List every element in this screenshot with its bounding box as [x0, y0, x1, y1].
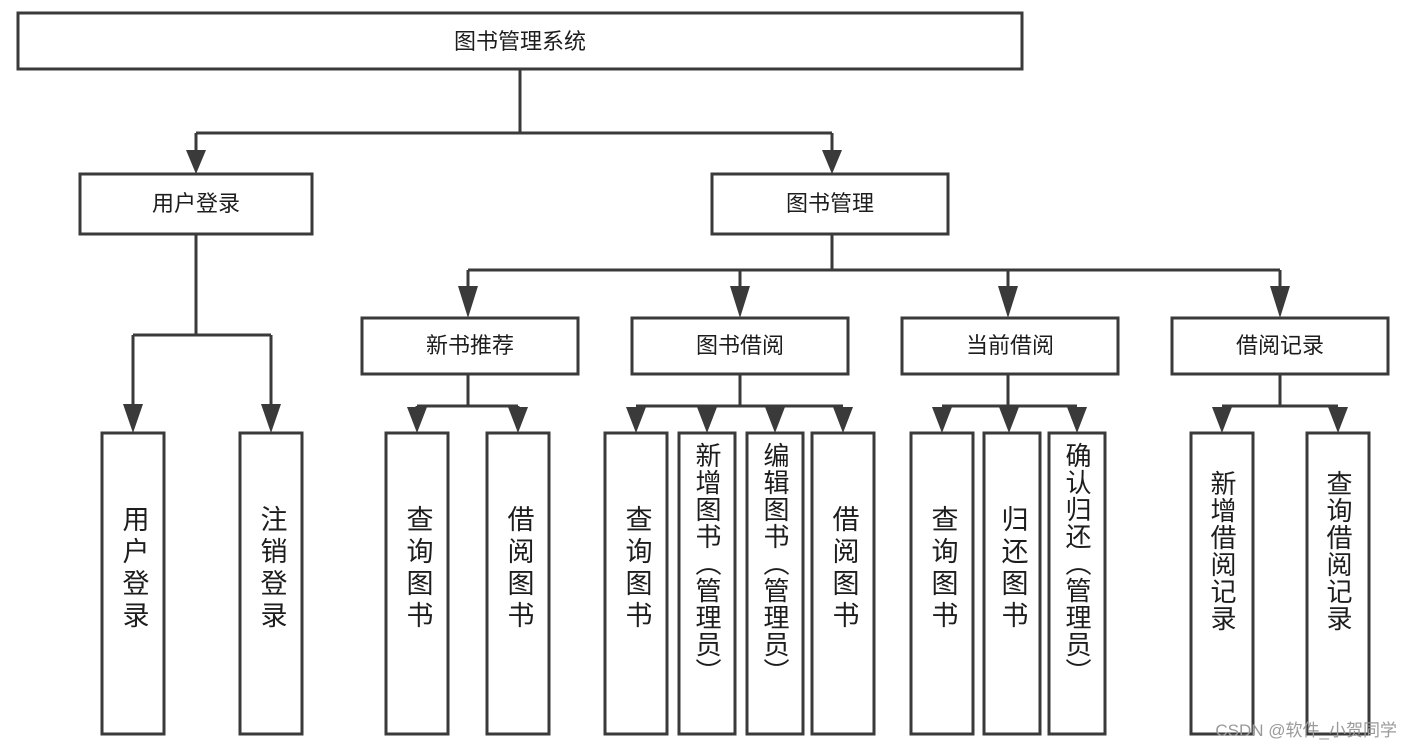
arrow-head-bb-3 [765, 407, 785, 433]
arrow-head-bb-2 [697, 407, 717, 433]
node-borrow-record[interactable]: 借阅记录 [1170, 316, 1390, 376]
node-book-manage-label: 图书管理 [786, 191, 874, 216]
leaf-box-new-book-1[interactable] [384, 431, 450, 736]
node-user-login[interactable]: 用户登录 [78, 172, 314, 236]
edges-user-login-to-leaves [123, 234, 281, 433]
node-new-book-recommend-label: 新书推荐 [426, 333, 514, 358]
arrow-head-ul-1 [123, 404, 143, 433]
arrow-head-br-2 [1328, 407, 1348, 433]
node-book-manage[interactable]: 图书管理 [710, 172, 950, 236]
node-current-borrow-box[interactable] [900, 316, 1120, 376]
node-book-manage-box[interactable] [710, 172, 950, 236]
edges-book-manage-to-level3 [458, 234, 1290, 318]
leaf-box-book-borrow-4[interactable] [810, 431, 876, 736]
edges-root-to-level2 [186, 69, 842, 174]
leaf-box-current-borrow-3[interactable] [1047, 431, 1107, 736]
node-book-borrow-box[interactable] [630, 316, 850, 376]
arrow-head-cb-1 [932, 407, 952, 433]
node-root-label: 图书管理系统 [454, 29, 586, 54]
leaf-box-user-login-2[interactable] [238, 431, 304, 736]
node-root[interactable]: 图书管理系统 [16, 11, 1024, 71]
leaf-box-user-login-1[interactable] [100, 431, 166, 736]
arrow-head-bb-4 [833, 407, 853, 433]
leaf-box-book-borrow-1[interactable] [603, 431, 669, 736]
node-borrow-record-label: 借阅记录 [1236, 333, 1324, 358]
arrow-head-bb-1 [626, 407, 646, 433]
node-user-login-box[interactable] [78, 172, 314, 236]
arrow-head-user-login [186, 150, 206, 174]
arrow-head-ul-2 [261, 404, 281, 433]
leaf-box-new-book-2[interactable] [485, 431, 551, 736]
arrow-head-nb-2 [508, 407, 528, 433]
leaf-box-borrow-record-2[interactable] [1305, 431, 1371, 736]
leaf-box-current-borrow-2[interactable] [982, 431, 1042, 736]
arrow-head-br-1 [1212, 407, 1232, 433]
csdn-watermark: CSDN @软件_小贺同学 [1215, 721, 1397, 740]
edges-borrow-record-to-leaves [1212, 374, 1348, 433]
arrow-head-book-borrow [730, 286, 750, 318]
arrow-head-current-borrow [998, 286, 1018, 318]
arrow-head-new-book [458, 286, 478, 318]
node-new-book-recommend-box[interactable] [360, 316, 580, 376]
leaf-box-borrow-record-1[interactable] [1189, 431, 1255, 736]
node-book-borrow-label: 图书借阅 [696, 333, 784, 358]
leaf-box-current-borrow-1[interactable] [909, 431, 975, 736]
node-user-login-label: 用户登录 [152, 191, 240, 216]
arrow-head-cb-2 [999, 407, 1019, 433]
edges-book-borrow-to-leaves [626, 374, 853, 433]
node-borrow-record-box[interactable] [1170, 316, 1390, 376]
arrow-head-cb-3 [1067, 407, 1087, 433]
node-book-borrow[interactable]: 图书借阅 [630, 316, 850, 376]
node-current-borrow-label: 当前借阅 [966, 333, 1054, 358]
arrow-head-borrow-record [1270, 286, 1290, 318]
leaf-box-book-borrow-2[interactable] [677, 431, 737, 736]
node-current-borrow[interactable]: 当前借阅 [900, 316, 1120, 376]
node-new-book-recommend[interactable]: 新书推荐 [360, 316, 580, 376]
arrow-head-book-manage [822, 150, 842, 174]
leaf-box-book-borrow-3[interactable] [745, 431, 805, 736]
edges-new-book-to-leaves [407, 374, 528, 433]
arrow-head-nb-1 [407, 407, 427, 433]
edges-current-borrow-to-leaves [932, 374, 1087, 433]
node-root-box[interactable] [16, 11, 1024, 71]
